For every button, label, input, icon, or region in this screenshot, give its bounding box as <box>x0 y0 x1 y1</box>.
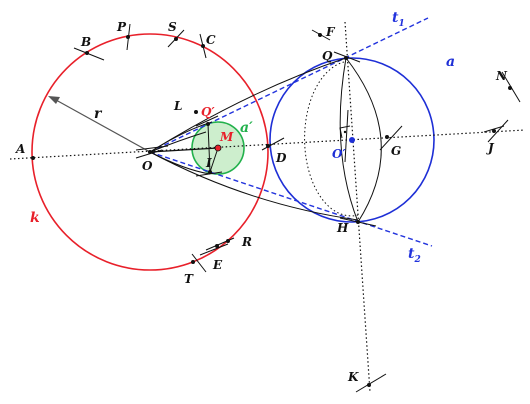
point-O-prime <box>349 137 355 143</box>
label-K: K <box>347 370 359 384</box>
label-t2: t2 <box>408 246 421 265</box>
point-K <box>367 383 371 387</box>
point-N <box>508 86 512 90</box>
tangent-t1 <box>149 17 429 153</box>
point-H <box>356 220 360 224</box>
arc-inner-3 <box>149 131 207 153</box>
label-t1: t1 <box>392 10 405 29</box>
label-M: M <box>219 130 234 144</box>
label-S: S <box>168 20 177 34</box>
point-C <box>201 44 205 48</box>
line-Qp-I <box>207 123 211 173</box>
points <box>31 33 512 387</box>
radius-arrow <box>55 99 151 153</box>
label-I: I <box>205 156 212 170</box>
circle-a <box>269 57 435 223</box>
arc-big-1 <box>345 57 382 223</box>
point-Q-prime <box>206 122 210 126</box>
point-R <box>226 239 230 243</box>
label-F: F <box>325 25 336 39</box>
point-E <box>215 244 219 248</box>
point-T <box>191 260 195 264</box>
label-a-prime: a′ <box>240 120 253 136</box>
thales-arc <box>304 61 359 217</box>
label-k: k <box>30 210 40 226</box>
label-H: H <box>336 221 349 235</box>
point-G <box>385 135 389 139</box>
tangent-t2 <box>149 151 433 247</box>
point-Q <box>344 56 348 60</box>
label-D: D <box>275 151 287 165</box>
point-S <box>174 37 178 41</box>
label-G: G <box>391 144 401 158</box>
point-M <box>214 144 222 152</box>
point-L <box>194 110 198 114</box>
label-Q-prime: Q′ <box>201 105 215 119</box>
point-J <box>492 129 496 133</box>
label-N: N <box>495 69 508 83</box>
point-P <box>126 35 130 39</box>
arc-inner-2 <box>149 151 211 175</box>
right-angle-icon <box>339 125 351 139</box>
label-r: r <box>94 106 103 122</box>
point-I <box>208 170 212 174</box>
point-D <box>266 144 270 148</box>
radius-arrowhead <box>48 96 60 104</box>
label-R: R <box>241 235 252 249</box>
label-E: E <box>212 258 223 272</box>
arc-big-2 <box>339 57 359 223</box>
label-O-prime: O′ <box>332 147 346 161</box>
line-M-I <box>209 147 219 173</box>
label-B: B <box>80 35 91 49</box>
circle-k <box>31 33 269 271</box>
point-F <box>318 33 322 37</box>
label-a: a <box>446 54 455 70</box>
label-Q: Q <box>322 49 333 63</box>
labels: A B P S C r L Q′ M a′ O I D k R E T F Q … <box>15 10 508 384</box>
label-T: T <box>184 272 194 286</box>
line-O-M <box>149 147 219 153</box>
point-A <box>31 156 35 160</box>
label-P: P <box>116 20 127 34</box>
arc-O-H <box>149 151 359 221</box>
label-A: A <box>15 142 25 156</box>
label-C: C <box>206 33 216 47</box>
label-O: O <box>142 159 153 173</box>
point-O <box>148 150 152 154</box>
label-L: L <box>173 99 182 113</box>
point-B <box>85 51 89 55</box>
label-J: J <box>486 141 495 155</box>
vertical-line <box>344 21 371 393</box>
